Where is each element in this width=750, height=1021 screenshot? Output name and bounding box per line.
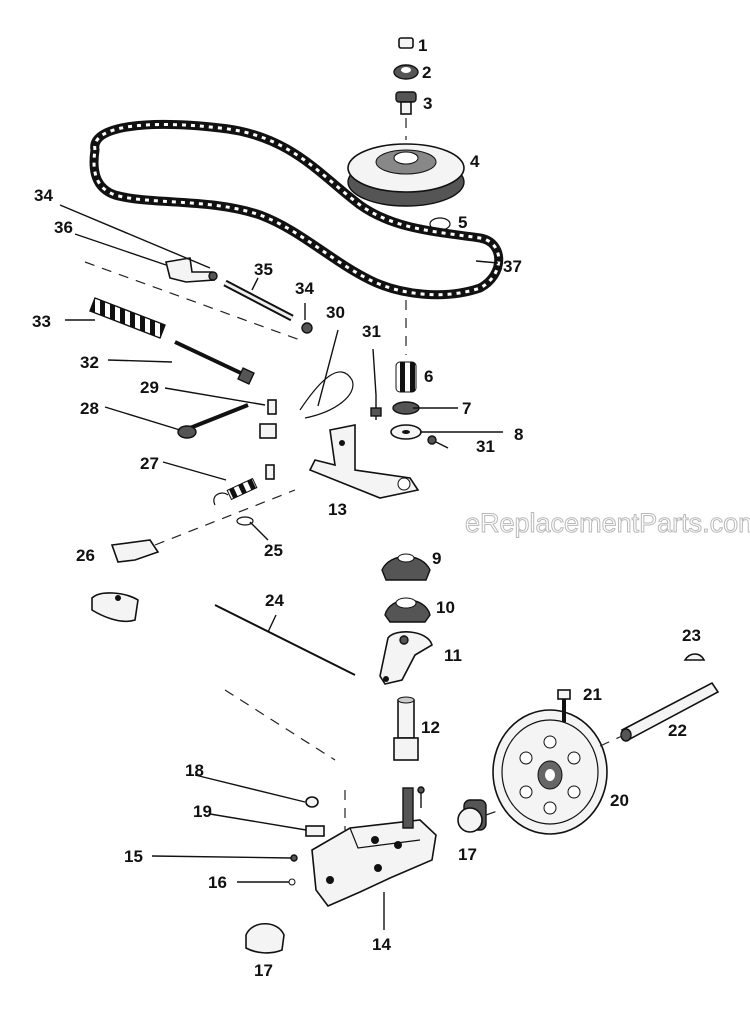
- rod-icon: [223, 279, 294, 322]
- label-part-14: 14: [372, 935, 391, 954]
- label-part-34-top: 34: [34, 186, 53, 205]
- clip-icon: [429, 217, 451, 231]
- label-part-1: 1: [418, 36, 427, 55]
- label-part-27: 27: [140, 454, 159, 473]
- bushing-icon: [457, 799, 487, 833]
- tension-spring-icon: [213, 464, 275, 526]
- label-part-23: 23: [682, 626, 701, 645]
- label-part-35: 35: [254, 260, 273, 279]
- cam-plate-icon: [379, 631, 433, 685]
- gear-housing-icon: [311, 787, 437, 907]
- drive-wheel-icon: [492, 709, 608, 835]
- fastener-icon: [288, 786, 425, 886]
- shoulder-bolt-icon: [174, 340, 255, 385]
- nut-icon: [393, 37, 419, 115]
- label-part-9: 9: [432, 549, 441, 568]
- label-part-37: 37: [503, 257, 522, 276]
- label-part-19: 19: [193, 802, 212, 821]
- lever-bracket-icon: [165, 257, 218, 283]
- gear-icon: [384, 597, 431, 623]
- label-part-3: 3: [423, 94, 432, 113]
- label-part-2: 2: [422, 63, 431, 82]
- axle-icon: [620, 653, 720, 742]
- label-part-4: 4: [470, 152, 480, 171]
- label-part-12: 12: [421, 718, 440, 737]
- label-part-11: 11: [444, 646, 462, 665]
- compression-spring-icon: [89, 297, 166, 339]
- label-part-5: 5: [458, 213, 467, 232]
- label-part-26: 26: [76, 546, 95, 565]
- label-part-36: 36: [54, 218, 73, 237]
- label-part-6: 6: [424, 367, 433, 386]
- handle-bracket-icon: [91, 539, 160, 623]
- label-part-17-right: 17: [458, 845, 477, 864]
- label-part-28: 28: [80, 399, 99, 418]
- bushing-icon: [245, 922, 285, 954]
- pulley-icon: [347, 143, 465, 207]
- label-part-24: 24: [265, 591, 284, 610]
- leader-lines: [59, 204, 503, 930]
- label-part-17-bottom: 17: [254, 961, 273, 980]
- label-part-22: 22: [668, 721, 687, 740]
- label-part-15: 15: [124, 847, 143, 866]
- label-part-16: 16: [208, 873, 227, 892]
- label-part-20: 20: [610, 791, 629, 810]
- label-part-25: 25: [264, 541, 283, 560]
- part-labels: 1 2 3 4 5 6 7 8 9 10 11 12 13 14 15 16 1…: [32, 36, 701, 980]
- screw-icon: [370, 395, 449, 449]
- label-part-29: 29: [140, 378, 159, 397]
- label-part-34-right: 34: [295, 279, 314, 298]
- label-part-18: 18: [185, 761, 204, 780]
- label-part-8: 8: [514, 425, 523, 444]
- bolt-icon: [557, 689, 571, 722]
- gear-icon: [381, 553, 431, 581]
- mounting-bracket-icon: [308, 424, 420, 499]
- spindle-icon: [393, 696, 419, 761]
- label-part-32: 32: [80, 353, 99, 372]
- watermark: eReplacementParts.com: [465, 508, 750, 538]
- washer-icon: [301, 322, 313, 334]
- label-part-30: 30: [326, 303, 345, 322]
- label-part-33: 33: [32, 312, 51, 331]
- label-part-13: 13: [328, 500, 347, 519]
- link-arm-icon: [177, 399, 277, 439]
- label-part-10: 10: [436, 598, 455, 617]
- label-part-31-top: 31: [362, 322, 381, 341]
- toothed-belt-icon: [89, 120, 504, 300]
- label-part-21: 21: [583, 685, 602, 704]
- drive-cable-icon: [214, 604, 356, 676]
- label-part-7: 7: [462, 399, 471, 418]
- spring-icon: [395, 361, 417, 393]
- cable-icon: [299, 371, 354, 419]
- label-part-31-right: 31: [476, 437, 495, 456]
